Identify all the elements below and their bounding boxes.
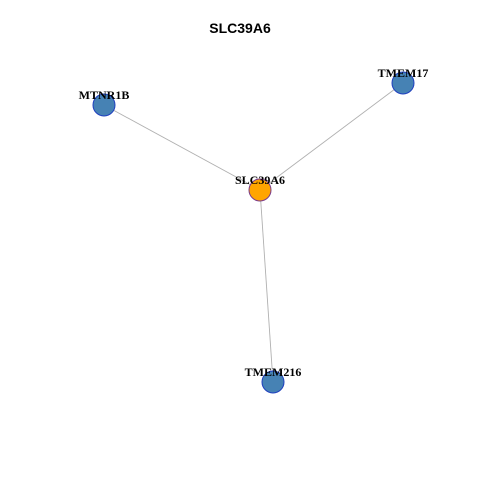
node-tmem216[interactable]: TMEM216 — [245, 365, 302, 394]
node-label: MTNR1B — [79, 88, 130, 102]
node-circle — [92, 93, 116, 117]
node-label: TMEM216 — [245, 365, 302, 379]
edge-slc39a6-tmem17 — [259, 82, 404, 191]
node-tmem17[interactable]: TMEM17 — [378, 66, 429, 95]
node-circle — [248, 178, 272, 202]
edge-slc39a6-mtnr1b — [103, 104, 261, 191]
node-label: SLC39A6 — [235, 173, 285, 187]
node-mtnr1b[interactable]: MTNR1B — [79, 88, 130, 117]
edge-slc39a6-tmem216 — [259, 189, 274, 383]
edges-layer — [103, 82, 404, 383]
node-slc39a6[interactable]: SLC39A6 — [235, 173, 285, 202]
node-circle — [391, 71, 415, 95]
node-circle — [261, 370, 285, 394]
node-label: TMEM17 — [378, 66, 429, 80]
diagram-title: SLC39A6 — [209, 20, 271, 36]
